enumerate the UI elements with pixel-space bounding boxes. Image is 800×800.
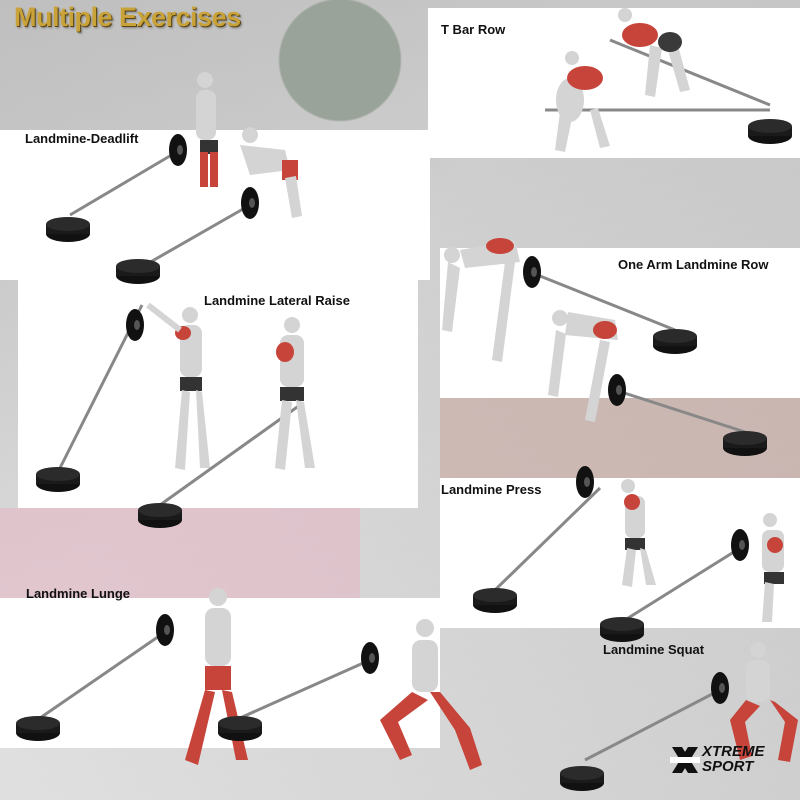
panel-lateral-raise: [18, 280, 418, 508]
label-t-bar-row: T Bar Row: [441, 22, 506, 37]
label-landmine-squat: Landmine Squat: [603, 642, 705, 657]
landmine-lunge-illustration: [16, 588, 482, 770]
landmine-deadlift-illustration: [46, 72, 302, 284]
label-landmine-lunge: Landmine Lunge: [26, 586, 130, 601]
brand-name-line2: SPORT: [702, 758, 754, 775]
label-landmine-press: Landmine Press: [441, 482, 542, 497]
page-title: Multiple Exercises: [14, 2, 241, 32]
brand-logo-mark: [670, 747, 700, 773]
landmine-press-illustration: [473, 466, 784, 642]
label-landmine-lateral-raise: Landmine Lateral Raise: [204, 293, 350, 308]
t-bar-row-illustration: [545, 8, 792, 152]
brand-name-line1: XTREME: [702, 743, 765, 760]
panel-t-bar-row: [428, 8, 800, 158]
one-arm-row-illustration: [442, 238, 767, 456]
lateral-raise-illustration: [36, 302, 315, 528]
label-one-arm-landmine-row: One Arm Landmine Row: [618, 257, 769, 272]
landmine-squat-illustration: [560, 642, 798, 791]
brand-logo: XTREME SPORT: [668, 740, 788, 780]
label-landmine-deadlift: Landmine-Deadlift: [25, 131, 139, 146]
